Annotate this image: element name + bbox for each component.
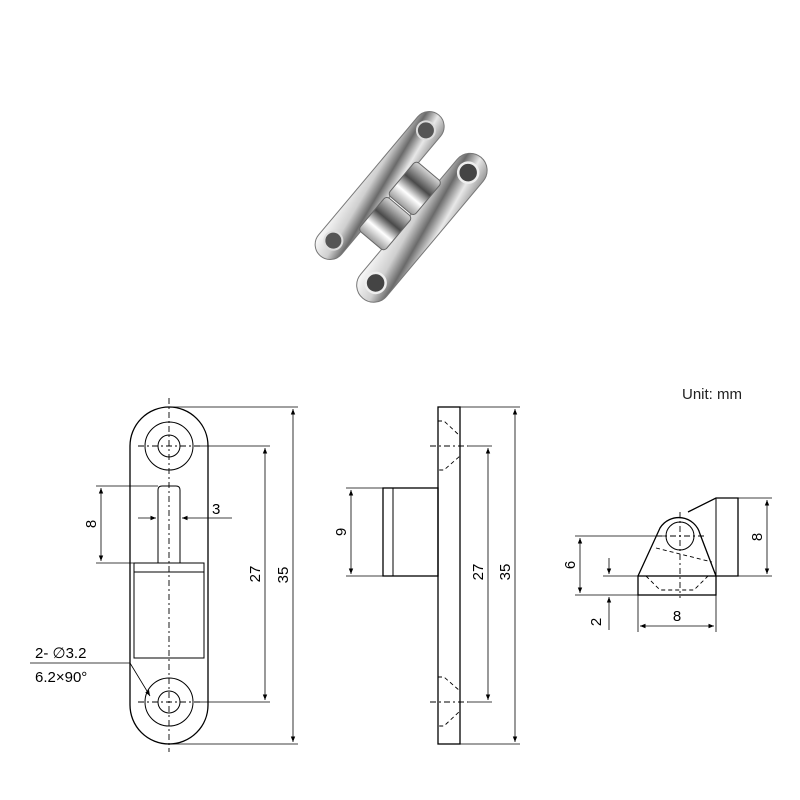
front-view: 8 3 27 35 2- ∅3.2 6.2×90° xyxy=(30,398,298,752)
dim-hole-spacing-side: 27 xyxy=(470,564,487,581)
dim-pin-length: 8 xyxy=(83,520,100,528)
barrel-end xyxy=(687,497,739,577)
dim-base-end: 2 xyxy=(588,618,605,626)
side-view: 9 27 35 xyxy=(333,406,520,745)
dim-overall-front: 35 xyxy=(275,567,292,584)
note-holes-line2: 6.2×90° xyxy=(35,669,87,686)
end-view: 8 6 2 8 xyxy=(562,497,772,632)
note-holes-line1: 2- ∅3.2 xyxy=(35,645,86,662)
barrel-side xyxy=(382,487,439,577)
dim-width-end: 8 xyxy=(673,608,681,625)
hinge-photo xyxy=(314,111,488,303)
dim-overall-side: 35 xyxy=(497,564,514,581)
lug-end xyxy=(637,516,717,577)
unit-label: Unit: mm xyxy=(682,386,742,403)
dim-pin-width: 3 xyxy=(212,501,220,518)
dim-barrel-side: 9 xyxy=(333,528,350,536)
dim-barrel-end: 8 xyxy=(749,533,766,541)
base-plate-end xyxy=(637,575,717,596)
dim-hole-spacing-front: 27 xyxy=(247,566,264,583)
dim-height-end: 6 xyxy=(562,561,579,569)
plate-side xyxy=(437,406,461,745)
